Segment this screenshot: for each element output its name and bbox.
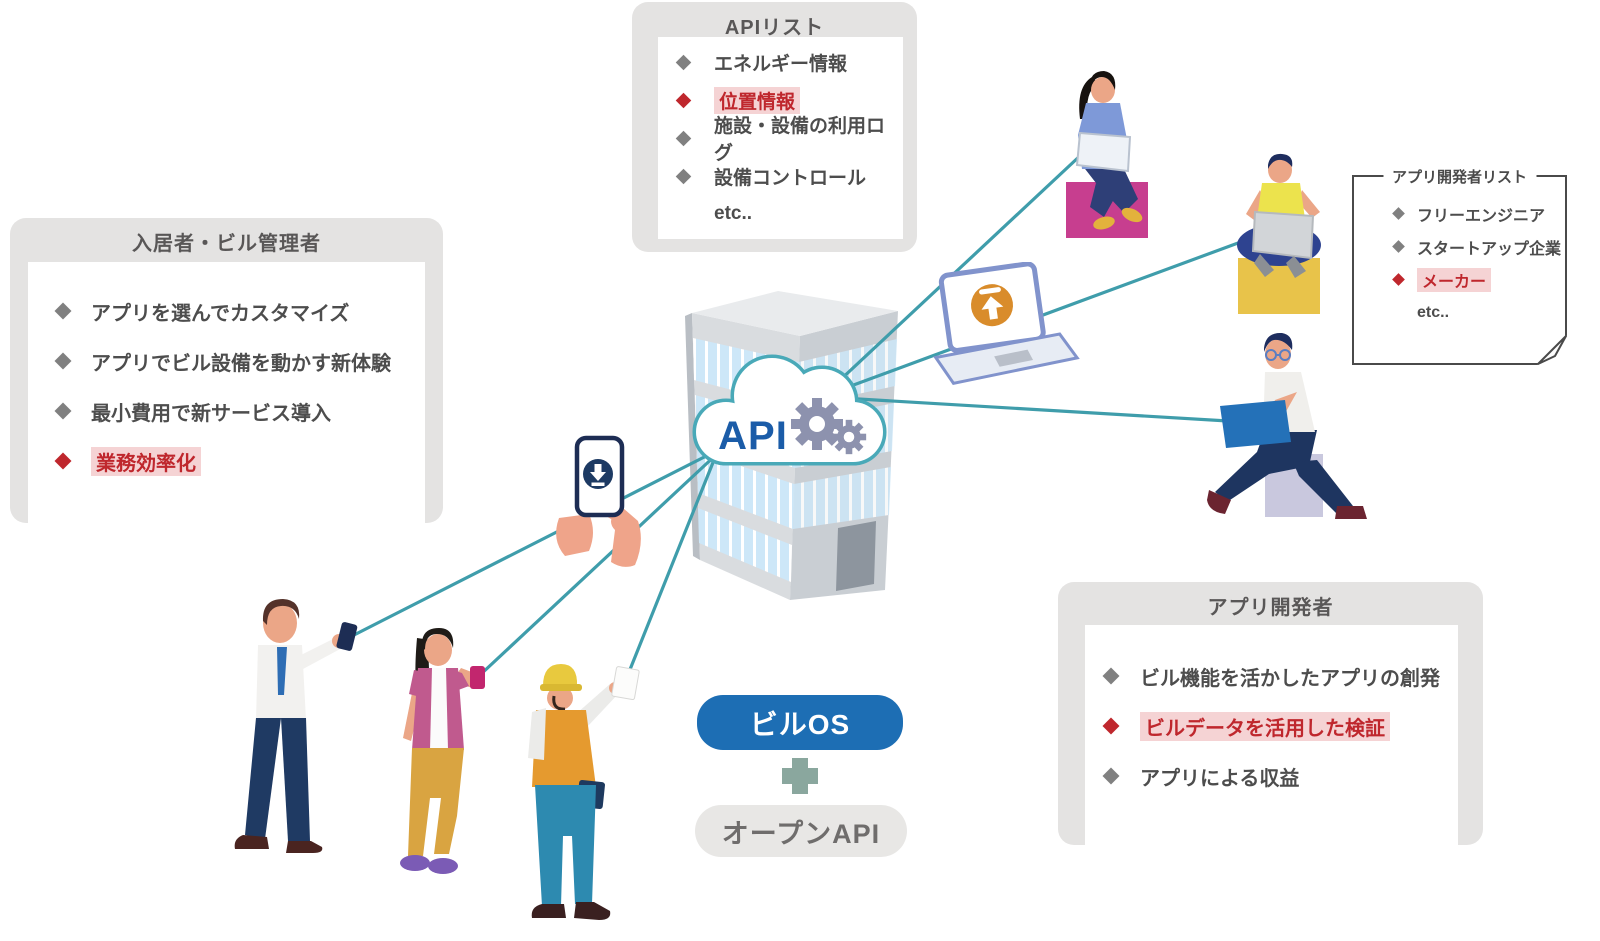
api-list-title: APIリスト (724, 17, 825, 39)
bill-os-label: ビルOS (697, 695, 903, 750)
developer-list-box: アプリ開発者リスト フリーエンジニア スタートアップ企業 メーカー etc.. (1352, 166, 1567, 365)
phone-download-illustration (556, 435, 641, 567)
list-item-etc: etc.. (1354, 296, 1565, 329)
list-item: 施設・設備の利用ログ (658, 116, 903, 164)
plus-icon (782, 758, 818, 794)
list-item-label: etc.. (714, 203, 753, 224)
list-item: エネルギー情報 (658, 43, 903, 81)
list-item: メーカー (1354, 263, 1565, 296)
list-item: 位置情報 (658, 81, 903, 119)
person-developer-glasses (1207, 332, 1367, 519)
line-to-worker (625, 453, 718, 679)
person-businessman (234, 599, 358, 853)
list-item-label: アプリでビル設備を動かす新体験 (91, 352, 391, 375)
diamond-bullet-icon (675, 92, 692, 108)
residents-managers-box: 入居者・ビル管理者 アプリを選んでカスタマイズ アプリでビル設備を動かす新体験 … (10, 218, 443, 534)
list-item-etc: etc.. (658, 195, 903, 233)
list-item-label: スタートアップ企業 (1417, 240, 1562, 258)
api-cloud: API (692, 354, 887, 466)
list-item-label: 位置情報 (714, 86, 801, 114)
diamond-bullet-icon (1392, 273, 1405, 286)
folded-corner-icon (1537, 335, 1567, 365)
list-item: 設備コントロール (658, 157, 903, 195)
list-item-label: 施設・設備の利用ログ (714, 116, 886, 164)
person-developer-crosslegged (1237, 153, 1321, 314)
residents-managers-panel: アプリを選んでカスタマイズ アプリでビル設備を動かす新体験 最小費用で新サービス… (28, 262, 425, 534)
list-item-label: 最小費用で新サービス導入 (91, 402, 331, 425)
diamond-bullet-icon (1102, 767, 1120, 785)
open-api-label: オープンAPI (695, 805, 907, 857)
line-to-dev-glasses (840, 396, 1230, 423)
diamond-bullet-icon (1392, 240, 1405, 253)
residents-managers-title: 入居者・ビル管理者 (132, 233, 321, 255)
diamond-bullet-icon (54, 352, 72, 370)
download-icon (583, 459, 613, 489)
app-developers-title: アプリ開発者 (1207, 597, 1334, 619)
list-item: アプリでビル設備を動かす新体験 (28, 336, 425, 386)
upload-icon (971, 284, 1014, 327)
diamond-bullet-icon (54, 302, 72, 320)
diamond-bullet-icon (675, 130, 692, 146)
diamond-bullet-icon (675, 168, 692, 184)
app-developers-box: アプリ開発者 ビル機能を活かしたアプリの創発 ビルデータを活用した検証 アプリに… (1058, 582, 1483, 859)
laptop-upload-illustration (933, 262, 1080, 385)
list-item-label: エネルギー情報 (714, 53, 848, 75)
gear-icon (791, 398, 843, 450)
diamond-bullet-icon (54, 452, 72, 470)
diamond-bullet-icon (1392, 207, 1405, 220)
diamond-bullet-icon (1102, 717, 1120, 735)
person-developer-top (1066, 71, 1148, 238)
list-item: アプリを選んでカスタマイズ (28, 286, 425, 336)
list-item-label: メーカー (1417, 267, 1492, 292)
list-item: フリーエンジニア (1354, 197, 1565, 230)
list-item: 最小費用で新サービス導入 (28, 386, 425, 436)
cloud-api-label: API (718, 414, 788, 458)
glasses-icon (1265, 349, 1291, 361)
api-list-box: APIリスト エネルギー情報 位置情報 施設・設備の利用ログ 設備コントロール … (632, 2, 917, 252)
line-to-resident-woman (478, 450, 721, 677)
list-item-label: 設備コントロール (714, 167, 867, 189)
list-item-label: 業務効率化 (91, 446, 201, 476)
diamond-bullet-icon (675, 54, 692, 70)
diamond-bullet-icon (1102, 667, 1120, 685)
list-item-label: アプリによる収益 (1140, 767, 1300, 790)
diamond-bullet-icon (54, 402, 72, 420)
line-to-dev-crosslegged (838, 234, 1259, 392)
person-resident-woman (400, 628, 485, 874)
list-item: ビルデータを活用した検証 (1085, 701, 1458, 751)
building-door (836, 521, 876, 591)
list-item-label: アプリを選んでカスタマイズ (91, 302, 350, 325)
api-list-panel: エネルギー情報 位置情報 施設・設備の利用ログ 設備コントロール etc.. (658, 37, 903, 239)
person-worker (528, 664, 640, 920)
list-item: 業務効率化 (28, 436, 425, 486)
list-item-label: ビルデータを活用した検証 (1140, 711, 1390, 741)
developer-list-title: アプリ開発者リスト (1382, 166, 1537, 187)
list-item: アプリによる収益 (1085, 751, 1458, 801)
line-to-dev-top (836, 152, 1084, 384)
line-to-businessman (350, 446, 724, 638)
list-item-label: ビル機能を活かしたアプリの創発 (1140, 667, 1440, 690)
gear-icon (831, 419, 867, 455)
app-developers-panel: ビル機能を活かしたアプリの創発 ビルデータを活用した検証 アプリによる収益 (1085, 625, 1458, 859)
list-item-label: フリーエンジニア (1417, 207, 1546, 225)
list-item-label: etc.. (1417, 303, 1450, 321)
list-item: スタートアップ企業 (1354, 230, 1565, 263)
list-item: ビル機能を活かしたアプリの創発 (1085, 651, 1458, 701)
